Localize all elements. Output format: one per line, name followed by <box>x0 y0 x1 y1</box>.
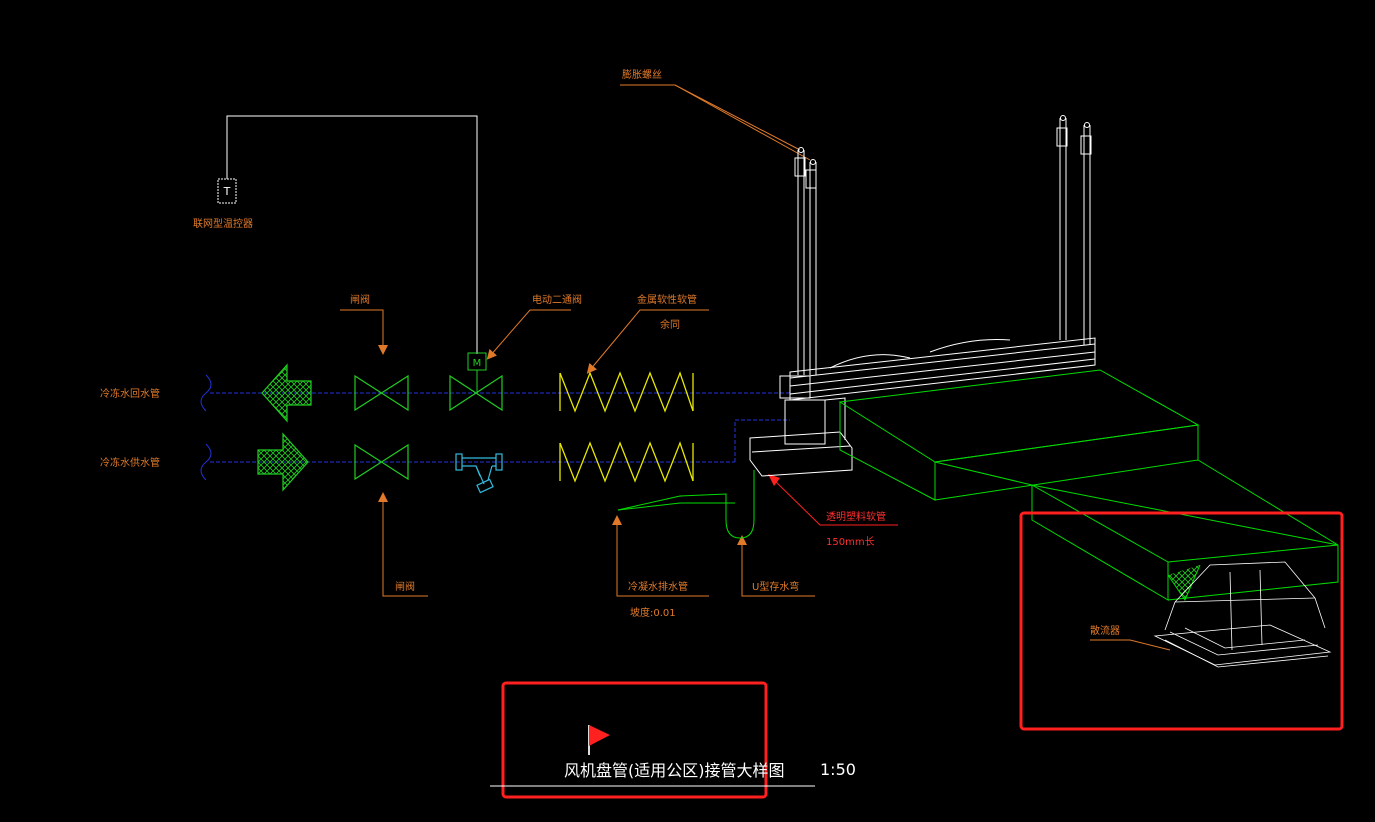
gate-valve-top-label: 闸阀 <box>350 293 370 306</box>
electric-valve <box>449 374 503 412</box>
supply-flow-arrow <box>257 432 309 492</box>
leader-hanger <box>620 84 801 151</box>
electric-valve-label: 电动二通阀 <box>532 293 582 306</box>
u-trap-label: U型存水弯 <box>752 580 799 593</box>
leader-gate-valve-bottom <box>378 492 428 597</box>
highlight-box-diffuser <box>1019 511 1344 731</box>
drain-pipe <box>617 470 755 539</box>
thermostat: T <box>217 178 237 204</box>
drain-hose-label: 透明塑料软管 <box>826 510 886 523</box>
drain-pipe-label: 冷凝水排水管 <box>628 580 688 593</box>
thermostat-symbol: T <box>223 185 231 198</box>
drawing-scale: 1:50 <box>820 760 856 779</box>
supply-pipe-label: 冷冻水供水管 <box>100 456 160 469</box>
valve-motor-symbol: M <box>473 358 482 369</box>
flex-hose-supply <box>559 441 694 483</box>
hanger-label: 膨胀螺丝 <box>622 68 662 81</box>
flex-hose-note: 余同 <box>660 318 680 331</box>
fan-coil-unit <box>749 115 1096 477</box>
return-pipe-label: 冷冻水回水管 <box>100 387 160 400</box>
gate-valve-bottom-label: 闸阀 <box>395 580 415 593</box>
leader-flex-hose <box>586 309 709 374</box>
diffuser-label: 散流器 <box>1090 624 1120 637</box>
leader-drain-pipe <box>612 515 709 597</box>
break-symbol-return <box>200 374 212 412</box>
drain-hose-arrowhead <box>768 474 780 486</box>
control-wire <box>226 115 478 354</box>
gate-valve-supply <box>354 443 409 481</box>
return-flow-arrow <box>261 363 312 423</box>
leader-u-trap <box>737 535 815 597</box>
flex-hose-return <box>559 371 694 413</box>
break-symbol-supply <box>200 443 212 481</box>
supply-riser-line <box>734 419 790 462</box>
y-strainer <box>455 453 503 494</box>
leader-diffuser <box>1090 639 1171 651</box>
drain-slope-label: 坡度:0.01 <box>630 606 676 619</box>
drain-hose-length: 150mm长 <box>826 536 875 548</box>
gate-valve-return <box>354 374 409 412</box>
valve-motor: M <box>467 352 487 371</box>
leader-hanger-2 <box>674 84 811 161</box>
diffuser <box>1153 561 1332 668</box>
flag-icon <box>588 725 610 755</box>
thermostat-label: 联网型温控器 <box>193 217 253 230</box>
highlight-box-title <box>501 681 768 799</box>
supply-duct <box>838 369 1339 602</box>
flex-hose-label: 金属软性软管 <box>637 293 697 306</box>
drawing-title: 风机盘管(适用公区)接管大样图 <box>564 761 785 780</box>
leader-electric-valve <box>486 309 571 360</box>
leader-drain-hose <box>771 477 898 526</box>
leader-gate-valve-top <box>340 309 388 355</box>
